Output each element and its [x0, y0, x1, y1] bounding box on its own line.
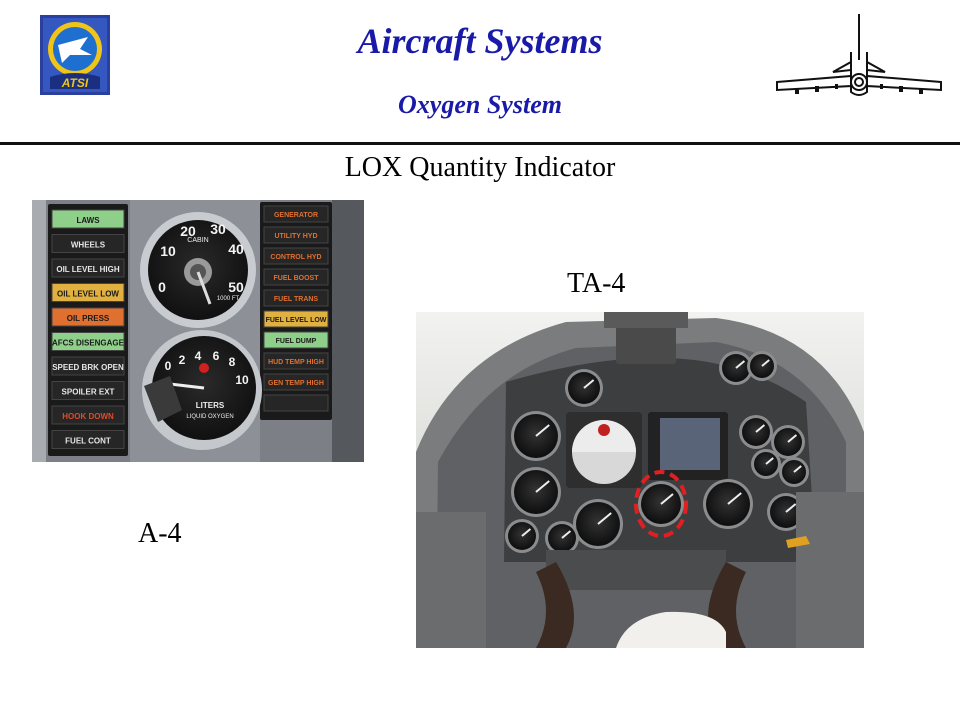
lox-label: LITERS: [196, 401, 225, 410]
cabin-tick-label: 40: [228, 241, 244, 257]
warning-light-label: FUEL CONT: [65, 437, 111, 446]
warning-light-label: OIL LEVEL HIGH: [56, 265, 119, 274]
lox-highlight-circle: [634, 470, 688, 538]
warning-light: [51, 234, 125, 253]
logo-text: ATSI: [61, 76, 89, 90]
ta4-label: TA-4: [567, 268, 626, 299]
warning-light-label: LAWS: [76, 216, 100, 225]
gauge-needle: [735, 360, 746, 369]
caution-light: [263, 247, 329, 265]
cabin-tick-label: 50: [228, 279, 244, 295]
warning-light: [51, 307, 125, 327]
a4-panel-photo: LAWS WHEELS OIL LEVEL HIGH OIL LEVEL LOW OIL…: [32, 200, 364, 462]
caution-light-label: CONTROL HYD: [270, 254, 321, 261]
gauge-needle: [521, 528, 532, 537]
lox-tick-label: 0: [165, 359, 172, 373]
caution-light: [263, 205, 329, 223]
gauge-needle: [761, 359, 770, 367]
cabin-label: CABIN: [187, 237, 208, 244]
caution-light-label: GENERATOR: [274, 212, 318, 219]
slide-heading: LOX Quantity Indicator: [344, 152, 616, 183]
caution-light-label: FUEL BOOST: [274, 275, 320, 282]
a4-label: A-4: [138, 518, 182, 549]
gauge-needle: [535, 424, 550, 437]
caution-light: [263, 352, 329, 370]
warning-light: [51, 405, 125, 425]
caution-light-label: UTILITY HYD: [274, 233, 317, 240]
cabin-tick-label: 0: [158, 279, 166, 295]
lox-tick-label: 8: [229, 355, 236, 369]
warning-light: [51, 381, 125, 400]
gauge-needle: [597, 512, 612, 525]
ta4-cockpit-photo: [416, 312, 864, 648]
gauge-needle: [793, 465, 802, 473]
warning-light-label: SPEED BRK OPEN: [52, 363, 124, 372]
warning-light-label: OIL LEVEL LOW: [57, 290, 119, 299]
cabin-units: 1000 FT: [217, 296, 240, 302]
warning-light: [51, 258, 125, 278]
caution-light: [263, 373, 329, 391]
aircraft-drawing: [775, 12, 943, 100]
cabin-tick-label: 20: [180, 223, 196, 239]
caution-light: [263, 226, 329, 244]
caution-light-label: HUD TEMP HIGH: [268, 359, 324, 366]
caution-light: [263, 331, 329, 349]
warning-light-label: OIL PRESS: [67, 314, 110, 323]
gauge-needle: [535, 480, 550, 493]
caution-light: [263, 289, 329, 307]
gauge-needle: [787, 434, 798, 443]
lox-tick-label: 6: [213, 349, 220, 363]
gauge-needle: [727, 492, 742, 505]
lox-tick-label: 10: [235, 373, 249, 387]
page-subtitle: Oxygen System: [398, 90, 562, 119]
page-title: Aircraft Systems: [357, 21, 603, 61]
lox-sublabel: LIQUID OXYGEN: [186, 414, 233, 420]
gauge-needle: [660, 493, 674, 505]
warning-light-label: HOOK DOWN: [62, 412, 114, 421]
warning-light: [51, 283, 125, 302]
caution-light-label: FUEL TRANS: [274, 296, 319, 303]
gauge-needle: [583, 379, 595, 389]
header-divider: [0, 142, 960, 145]
gauge-needle: [561, 530, 572, 539]
warning-light: [51, 209, 125, 229]
gauge-needle: [765, 457, 774, 465]
warning-light-label: AFCS DISENGAGE: [52, 339, 125, 348]
caution-light-label: FUEL LEVEL LOW: [266, 317, 327, 324]
caution-light: [263, 268, 329, 286]
caution-light-label: FUEL DUMP: [276, 338, 317, 345]
caution-light: [263, 310, 329, 328]
warning-light: [51, 332, 125, 351]
warning-light: [51, 430, 125, 449]
warning-light-label: SPOILER EXT: [62, 388, 115, 397]
cabin-tick-label: 10: [160, 243, 176, 259]
atsi-logo: ATSI: [40, 15, 110, 95]
cabin-tick-label: 30: [210, 221, 226, 237]
warning-light: [51, 356, 125, 376]
gauge-needle: [785, 503, 797, 513]
caution-light-label: GEN TEMP HIGH: [268, 380, 324, 387]
caution-light: [263, 394, 329, 412]
warning-light-label: WHEELS: [71, 241, 106, 250]
gauge-needle: [755, 424, 766, 433]
lox-tick-label: 4: [195, 349, 202, 363]
lox-tick-label: 2: [179, 353, 186, 367]
